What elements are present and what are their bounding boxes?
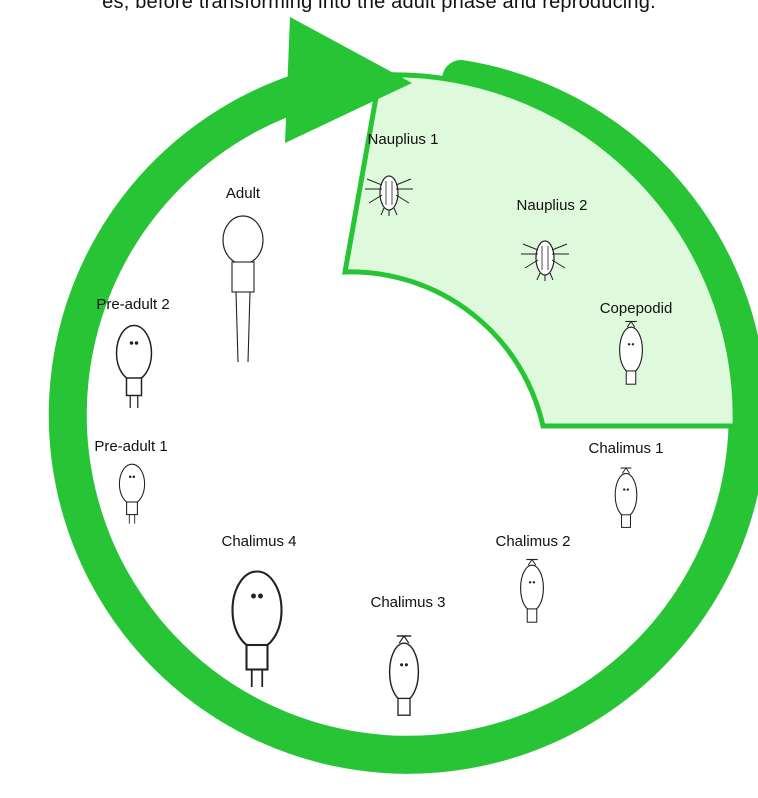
pre-adult-2-drawing [117, 326, 152, 409]
pre-adult-1-drawing [119, 464, 144, 523]
chalimus-2-drawing [521, 560, 544, 623]
stage-label-pre-adult-2: Pre-adult 2 [96, 296, 169, 314]
chalimus-3-drawing [390, 636, 419, 715]
stage-label-chalimus-4: Chalimus 4 [221, 533, 296, 551]
stage-label-adult: Adult [226, 185, 260, 203]
chalimus-1-drawing [615, 468, 637, 527]
stage-label-nauplius-2: Nauplius 2 [517, 197, 588, 215]
stage-label-chalimus-2: Chalimus 2 [495, 533, 570, 551]
stage-label-chalimus-3: Chalimus 3 [370, 594, 445, 612]
chalimus-4-drawing [233, 572, 282, 688]
stage-label-pre-adult-1: Pre-adult 1 [94, 438, 167, 456]
adult-drawing [223, 216, 263, 362]
stage-label-copepodid: Copepodid [600, 300, 673, 318]
stage-label-chalimus-1: Chalimus 1 [588, 440, 663, 458]
stage-label-nauplius-1: Nauplius 1 [368, 131, 439, 149]
